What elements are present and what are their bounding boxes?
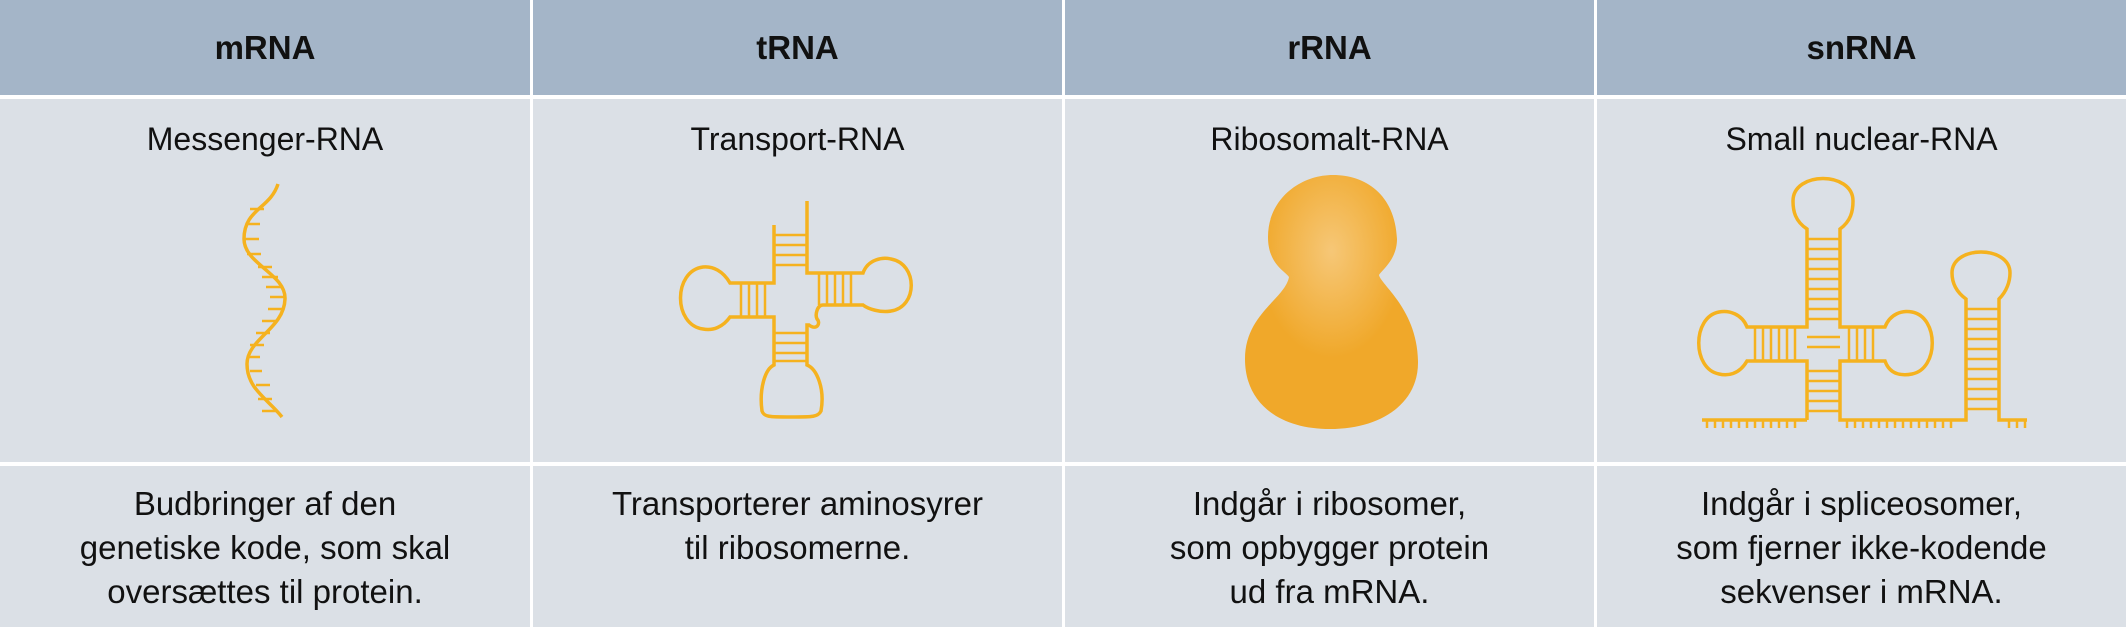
- trna-subtitle: Transport-RNA: [690, 121, 905, 157]
- mrna-illustration-cell: Messenger-RNA: [0, 99, 530, 462]
- snrna-structure-icon: [1697, 176, 2027, 428]
- snrna-illustration-cell: Small nuclear-RNA: [1597, 99, 2126, 462]
- description-line: oversættes til protein.: [107, 573, 423, 610]
- description-line: Budbringer af den: [133, 485, 397, 522]
- description-line: som opbygger protein: [1169, 529, 1490, 566]
- mrna-strand-icon: [242, 183, 287, 419]
- mrna-subtitle: Messenger-RNA: [146, 121, 384, 157]
- description-line: Indgår i spliceosomer,: [1701, 485, 2022, 522]
- ribosome-icon: [1245, 175, 1419, 429]
- description-line: Indgår i ribosomer,: [1192, 485, 1467, 522]
- header-snrna: snRNA: [1597, 0, 2126, 95]
- mrna-description: Budbringer af den genetiske kode, som sk…: [0, 466, 530, 627]
- description-line: genetiske kode, som skal: [79, 529, 451, 566]
- rrna-subtitle: Ribosomalt-RNA: [1210, 121, 1449, 157]
- header-rrna: rRNA: [1065, 0, 1594, 95]
- rrna-description: Indgår i ribosomer, som opbygger protein…: [1065, 466, 1594, 627]
- description-line: Transporterer aminosyrer: [611, 485, 984, 522]
- snrna-subtitle: Small nuclear-RNA: [1725, 121, 1998, 157]
- header-trna: tRNA: [533, 0, 1062, 95]
- snrna-description: Indgår i spliceosomer, som fjerner ikke-…: [1597, 466, 2126, 627]
- trna-description: Transporterer aminosyrer til ribosomerne…: [533, 466, 1062, 627]
- trna-illustration-cell: Transport-RNA: [533, 99, 1062, 462]
- rrna-illustration-cell: Ribosomalt-RNA: [1065, 99, 1594, 462]
- description-line: sekvenser i mRNA.: [1720, 573, 2003, 610]
- trna-cloverleaf-icon: [678, 201, 913, 419]
- description-line: til ribosomerne.: [684, 529, 911, 566]
- description-line: ud fra mRNA.: [1229, 573, 1430, 610]
- header-mrna: mRNA: [0, 0, 530, 95]
- description-line: som fjerner ikke-kodende: [1676, 529, 2047, 566]
